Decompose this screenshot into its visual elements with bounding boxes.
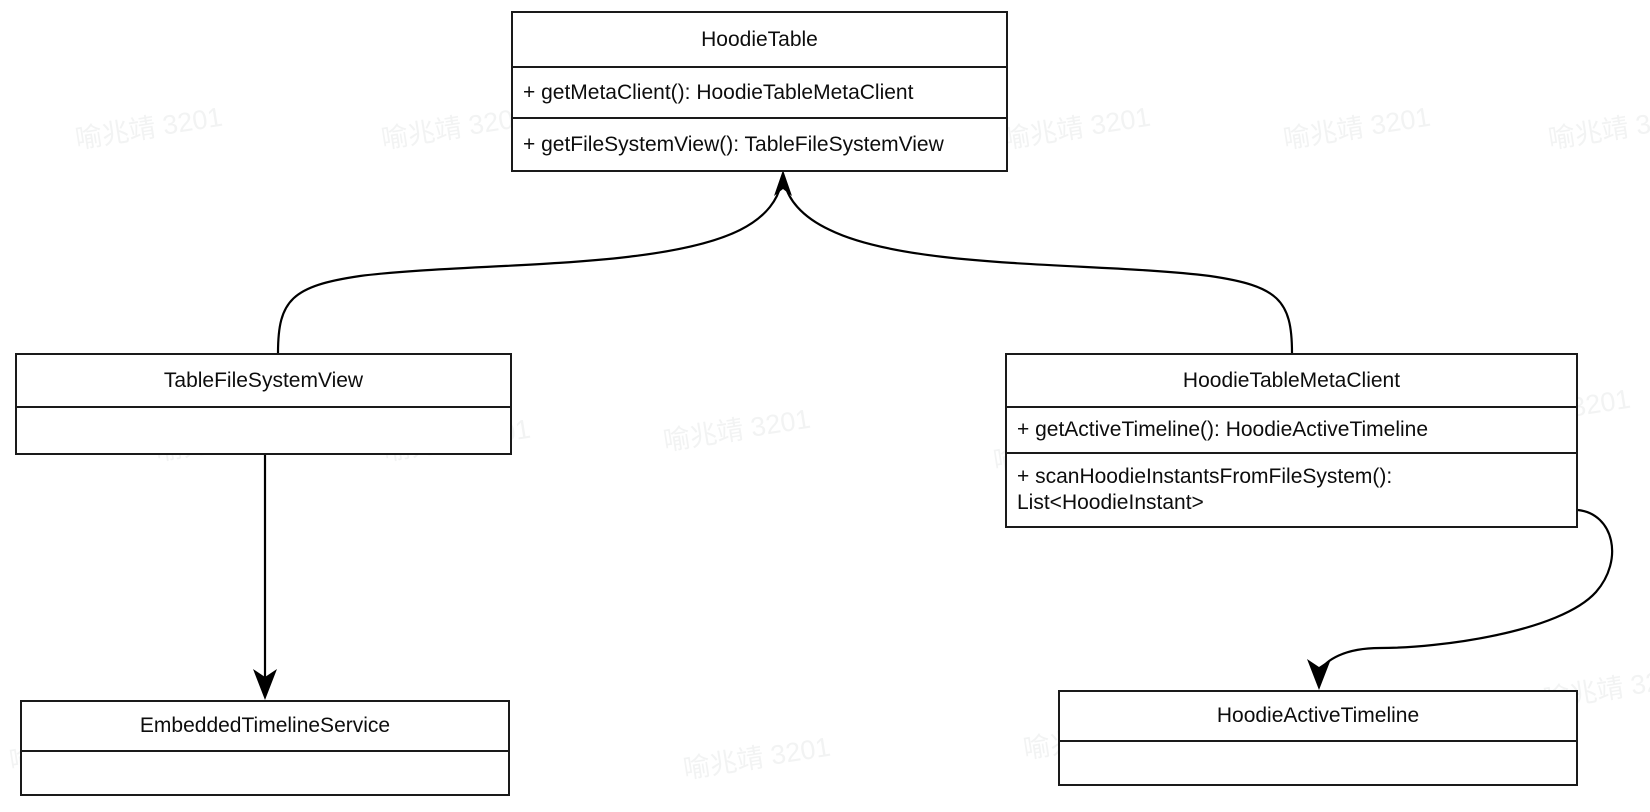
class-name-embeddedtimelineservice: EmbeddedTimelineService [22, 702, 508, 752]
class-method-hoodietable-1: + getFileSystemView(): TableFileSystemVi… [523, 132, 944, 156]
arrowhead-to-embeddedtimelineservice [253, 669, 277, 700]
class-box-tablefilesystemview[interactable]: TableFileSystemView [15, 353, 512, 455]
class-name-hoodietablemetaclient: HoodieTableMetaClient [1007, 355, 1576, 408]
class-method-tablefilesystemview-0 [17, 408, 510, 453]
arrowhead-to-hoodietable [774, 170, 792, 196]
class-box-hoodietablemetaclient[interactable]: HoodieTableMetaClient + getActiveTimelin… [1005, 353, 1578, 528]
edge-tablefilesystemview-to-hoodietable [276, 183, 783, 354]
class-method-hoodieactivetimeline-0 [1060, 742, 1576, 784]
class-method-embeddedtimelineservice-0 [22, 752, 508, 794]
arrowhead-to-hoodieactivetimeline [1307, 659, 1331, 690]
class-box-hoodietable[interactable]: HoodieTable + getMetaClient(): HoodieTab… [511, 11, 1008, 172]
class-method-hoodietable-0: + getMetaClient(): HoodieTableMetaClient [513, 68, 1006, 119]
class-name-hoodietable: HoodieTable [513, 13, 1006, 68]
class-name-hoodieactivetimeline: HoodieActiveTimeline [1060, 692, 1576, 742]
edge-hoodietablemetaclient-to-hoodieactivetimeline [1318, 508, 1614, 673]
class-method-hoodietablemetaclient-0: + getActiveTimeline(): HoodieActiveTimel… [1007, 408, 1576, 454]
class-method-hoodietablemetaclient-1: + scanHoodieInstantsFromFileSystem(): Li… [1017, 465, 1393, 514]
edge-hoodietablemetaclient-to-hoodietable [783, 183, 1294, 354]
class-name-tablefilesystemview: TableFileSystemView [17, 355, 510, 408]
class-box-hoodieactivetimeline[interactable]: HoodieActiveTimeline [1058, 690, 1578, 786]
class-box-embeddedtimelineservice[interactable]: EmbeddedTimelineService [20, 700, 510, 796]
